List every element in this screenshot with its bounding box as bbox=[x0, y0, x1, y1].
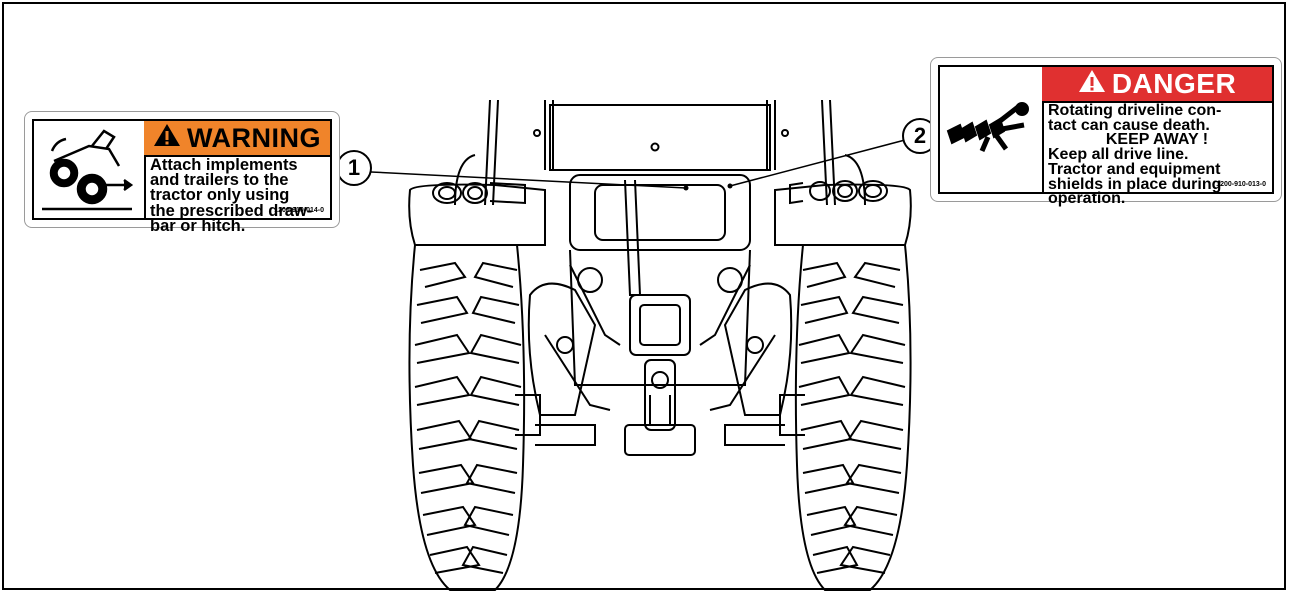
warning-line-1: Attach implements bbox=[150, 156, 298, 174]
warning-line-4: the prescribed draw- bbox=[150, 201, 313, 220]
danger-line-6: shields in place during bbox=[1048, 175, 1222, 193]
danger-line-5: Tractor and equipment bbox=[1048, 160, 1221, 178]
callout-1-number: 1 bbox=[347, 155, 361, 180]
danger-line-1: Rotating driveline con- bbox=[1048, 102, 1222, 119]
warning-message: Attach implements and trailers to the tr… bbox=[144, 155, 330, 234]
danger-line-2: tact can cause death. bbox=[1048, 116, 1210, 134]
danger-message: Rotating driveline con- tact can cause d… bbox=[1042, 101, 1272, 207]
danger-decal: DANGER Rotating driveline con- tact can … bbox=[930, 57, 1282, 207]
warning-decal: WARNING Attach implements and trailers t… bbox=[24, 111, 340, 234]
callout-2-number: 2 bbox=[913, 123, 927, 148]
driveline-entanglement-pictogram bbox=[940, 67, 1044, 192]
tractor-rear-view-drawing bbox=[408, 99, 912, 591]
warning-decal-border: WARNING Attach implements and trailers t… bbox=[32, 119, 332, 234]
entanglement-icon bbox=[946, 102, 1029, 152]
tractor-tip-icon bbox=[42, 129, 134, 211]
danger-decal-border: DANGER Rotating driveline con- tact can … bbox=[938, 65, 1274, 207]
warning-line-2: and trailers to the bbox=[150, 171, 289, 190]
callout-1: 1 bbox=[336, 150, 372, 186]
danger-line-4: Keep all drive line. bbox=[1048, 146, 1189, 164]
danger-line-7: operation. bbox=[1048, 190, 1126, 208]
danger-header-text: DANGER bbox=[1111, 68, 1237, 99]
danger-line-3: KEEP AWAY ! bbox=[1105, 131, 1209, 149]
hitch-hazard-pictogram bbox=[34, 121, 146, 218]
warning-header: WARNING bbox=[144, 121, 330, 157]
warning-line-5: bar or hitch. bbox=[150, 216, 246, 235]
danger-part-number: 1200-910-013-0 bbox=[1216, 181, 1266, 188]
warning-header-text: WARNING bbox=[187, 122, 321, 153]
danger-triangle-icon bbox=[1078, 68, 1106, 100]
warning-part-number: 1200-910-014-0 bbox=[274, 207, 324, 214]
warning-triangle-icon bbox=[153, 123, 181, 154]
warning-line-3: tractor only using bbox=[150, 186, 290, 205]
danger-header: DANGER bbox=[1042, 67, 1272, 103]
